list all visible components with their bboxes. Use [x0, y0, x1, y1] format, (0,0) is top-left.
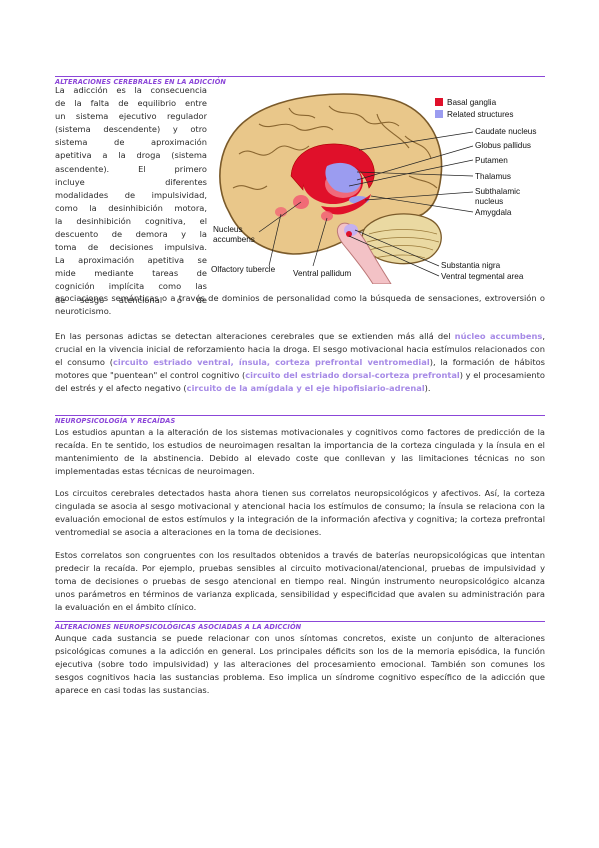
intro-line: ascendente). El primero — [55, 163, 207, 174]
intro-line: La adicción es la consecuencia — [55, 85, 207, 95]
legend-basal-ganglia: Basal ganglia — [447, 98, 497, 107]
cerebellum-folia — [366, 229, 440, 259]
section-title: ALTERACIONES CEREBRALES EN LA ADICCIÓN — [55, 78, 227, 86]
text-run: ) y el procesamiento del estrés y el afe… — [55, 370, 545, 393]
intro-line: mide mediante tareas de — [55, 268, 207, 279]
intro-line: de la falta de equilibrio entre — [55, 98, 207, 109]
label-thalamus: Thalamus — [475, 172, 511, 181]
intro-line: descuento de demora y la — [55, 229, 207, 240]
section-heading-neuropsych-alterations: ALTERACIONES NEUROPSICOLÓGICAS ASOCIADAS… — [55, 621, 545, 631]
intro-continuation: asociaciones semánticas o a través de do… — [55, 293, 545, 316]
brain-diagram: Basal ganglia Related structures Caudate… — [211, 93, 536, 285]
intro-line: modalidades de impulsividad, — [55, 189, 207, 200]
label-globus-pallidus: Globus pallidus — [475, 141, 531, 150]
text-run: ), la formación de hábitos motores que "… — [55, 357, 545, 380]
vta-shape — [346, 231, 352, 237]
text-run: , crucial en la vivencia inicial de refo… — [55, 331, 545, 367]
text-run: ). — [424, 383, 431, 393]
paragraph-common-deficits: Aunque cada sustancia se puede relaciona… — [55, 633, 545, 695]
legend-related-structures: Related structures — [447, 110, 513, 119]
intro-line: toma de decisiones impulsiva. — [55, 242, 207, 253]
legend-swatch-basal-ganglia — [435, 98, 443, 106]
intro-line: incluye diferentes — [55, 176, 207, 187]
intro-line: la desinhibición cognitiva, el — [55, 215, 207, 226]
label-subthalamic-2: nucleus — [475, 197, 503, 206]
section-title: ALTERACIONES NEUROPSICOLÓGICAS ASOCIADAS… — [55, 623, 302, 631]
amygdala-shape — [321, 211, 333, 221]
intro-paragraph: La adicción es la consecuencia de la falt… — [55, 84, 207, 307]
intro-line: sistema de aproximación — [55, 137, 207, 148]
intro-line: apetitiva a la droga (sistema — [55, 150, 207, 161]
paragraph-brain-circuits: En las personas adictas se detectan alte… — [55, 330, 545, 395]
intro-line: un sistema ejecutivo regulador — [55, 111, 207, 122]
intro-line: La aproximación apetitiva se — [55, 255, 207, 266]
highlight-nucleus-accumbens: núcleo accumbens — [454, 331, 543, 341]
label-putamen: Putamen — [475, 156, 508, 165]
basal-ganglia-figure: Basal ganglia Related structures Caudate… — [209, 84, 549, 285]
intro-line: como la desinhibición motora, — [55, 202, 207, 213]
label-olfactory-tubercle: Olfactory tubercle — [211, 265, 276, 274]
legend-swatch-related — [435, 110, 443, 118]
highlight-dorsal-striatum-circuit: circuito del estriado dorsal-corteza pre… — [245, 370, 460, 380]
highlight-amygdala-circuit: circuito de la amígdala y el eje hipofis… — [186, 383, 425, 393]
intro-line: de sesgo atencional o de — [55, 294, 207, 305]
label-vta: Ventral tegmental area — [441, 272, 524, 281]
label-caudate-nucleus: Caudate nucleus — [475, 127, 536, 136]
paragraph-relapse-prediction: Los estudios apuntan a la alteración de … — [55, 427, 545, 476]
paragraph-batteries: Estos correlatos son congruentes con los… — [55, 550, 545, 612]
label-ventral-pallidum: Ventral pallidum — [293, 269, 351, 278]
label-subthalamic-1: Subthalamic — [475, 187, 520, 196]
intro-line: cognición implícita como las — [55, 281, 207, 292]
section-heading-neuropsychology: NEUROPSICOLOGÍA Y RECAÍDAS — [55, 415, 545, 425]
intro-line: (sistema descendente) y otro — [55, 124, 207, 135]
label-nucleus-accumbens-2: accumbens — [213, 235, 255, 244]
paragraph-neuropsych-correlates: Los circuitos cerebrales detectados hast… — [55, 488, 545, 537]
section-title: NEUROPSICOLOGÍA Y RECAÍDAS — [55, 417, 176, 425]
label-substantia-nigra: Substantia nigra — [441, 261, 501, 270]
label-amygdala: Amygdala — [475, 208, 512, 217]
gyri — [232, 105, 438, 190]
section-heading-brain-alterations: ALTERACIONES CEREBRALES EN LA ADICCIÓN — [55, 76, 545, 86]
leader-lines — [258, 131, 474, 277]
highlight-ventral-striatum-circuit: circuito estriado ventral, ínsula, corte… — [113, 357, 430, 367]
amygdala-tail — [321, 194, 371, 215]
label-nucleus-accumbens-1: Nucleus — [213, 225, 243, 234]
text-run: En las personas adictas se detectan alte… — [55, 331, 455, 341]
